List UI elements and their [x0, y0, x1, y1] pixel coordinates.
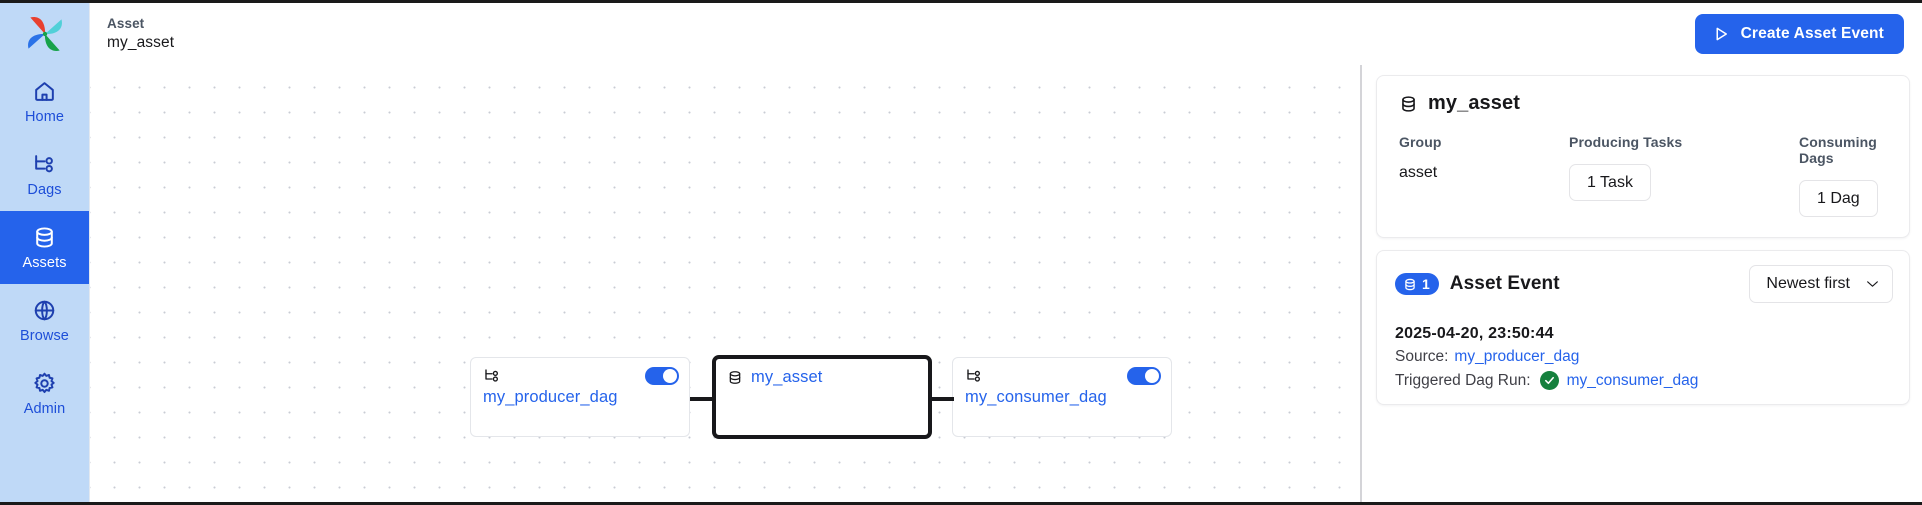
chevron-down-icon: [1867, 281, 1878, 287]
status-badge-success: [1539, 371, 1559, 390]
graph-edge-asset-consumer: [928, 397, 954, 401]
producing-tasks-pill[interactable]: 1 Task: [1569, 164, 1651, 201]
summary-col-group: Group asset: [1399, 134, 1569, 217]
dag-icon: [35, 154, 53, 173]
event-triggered-label: Triggered Dag Run:: [1395, 371, 1531, 389]
group-value: asset: [1399, 164, 1438, 181]
page-title: my_asset: [107, 34, 175, 51]
details-panel: my_asset Group asset Producing Tasks 1 T…: [1360, 65, 1922, 502]
create-asset-event-label: Create Asset Event: [1740, 25, 1884, 42]
group-label: Group: [1399, 134, 1442, 150]
asset-event-row: 2025-04-20, 23:50:44 Source: my_producer…: [1395, 325, 1893, 390]
sidebar-item-admin[interactable]: Admin: [0, 357, 89, 430]
app-logo[interactable]: [0, 3, 89, 65]
breadcrumb: Asset my_asset: [107, 16, 174, 52]
check-icon: [1544, 376, 1554, 385]
sidebar-item-label: Admin: [23, 400, 66, 417]
node-label[interactable]: my_consumer_dag: [965, 388, 1107, 406]
summary-col-consuming-dags: Consuming Dags 1 Dag: [1799, 134, 1887, 217]
dag-icon: [485, 369, 498, 382]
sidebar-item-label: Browse: [20, 327, 69, 344]
consuming-dags-label: Consuming Dags: [1799, 134, 1877, 166]
consuming-dags-pill[interactable]: 1 Dag: [1799, 180, 1878, 217]
event-triggered-link[interactable]: my_consumer_dag: [1566, 371, 1699, 389]
sort-order-value: Newest first: [1766, 275, 1850, 292]
asset-icon: [1402, 95, 1415, 112]
event-triggered-line: Triggered Dag Run: my_consumer_dag: [1395, 371, 1893, 390]
producing-tasks-label: Producing Tasks: [1569, 134, 1683, 150]
event-source-label: Source:: [1395, 348, 1449, 365]
page-header: Asset my_asset Create Asset Event: [90, 3, 1922, 65]
node-label[interactable]: my_producer_dag: [483, 388, 618, 406]
sidebar-item-assets[interactable]: Assets: [0, 211, 89, 284]
airflow-pinwheel-logo: [27, 17, 62, 51]
gear-icon: [34, 372, 55, 393]
sidebar-item-browse[interactable]: Browse: [0, 284, 89, 357]
graph-node-consumer-dag[interactable]: my_consumer_dag: [952, 357, 1172, 437]
dag-icon: [967, 369, 980, 382]
sidebar-item-dags[interactable]: Dags: [0, 138, 89, 211]
graph-node-producer-dag[interactable]: my_producer_dag: [470, 357, 690, 437]
asset-summary-card: my_asset Group asset Producing Tasks 1 T…: [1376, 75, 1910, 238]
asset-summary-grid: Group asset Producing Tasks 1 Task Consu…: [1399, 134, 1887, 217]
asset-event-count: 1: [1422, 276, 1430, 292]
graph-node-asset[interactable]: my_asset: [712, 355, 932, 439]
asset-events-card: 1 Asset Event Newest first 2025-04-2: [1376, 250, 1910, 405]
event-timestamp: 2025-04-20, 23:50:44: [1395, 325, 1554, 342]
event-source-line: Source: my_producer_dag: [1395, 348, 1893, 366]
play-triangle-icon: [1716, 27, 1727, 41]
asset-name: my_asset: [1428, 92, 1520, 114]
asset-icon: [1405, 278, 1415, 290]
home-icon: [35, 81, 54, 101]
main-area: Asset my_asset Create Asset Event: [90, 3, 1922, 502]
create-asset-event-button[interactable]: Create Asset Event: [1694, 14, 1904, 54]
graph-edge-producer-asset: [690, 397, 716, 401]
sidebar-item-label: Dags: [27, 181, 62, 198]
event-source-link[interactable]: my_producer_dag: [1454, 348, 1580, 365]
sort-order-select[interactable]: Newest first: [1749, 265, 1893, 303]
asset-graph-canvas[interactable]: my_producer_dag my_asset: [90, 65, 1360, 502]
asset-events-header: 1 Asset Event Newest first: [1395, 265, 1893, 303]
content-split: my_producer_dag my_asset: [90, 65, 1922, 502]
asset-event-count-badge: 1: [1395, 273, 1439, 295]
node-header: [471, 358, 689, 385]
node-label[interactable]: my_asset: [751, 368, 823, 386]
sidebar-item-label: Home: [24, 108, 65, 125]
sidebar: Home Dags Assets: [0, 3, 90, 502]
sidebar-item-label: Assets: [22, 254, 67, 271]
dag-pause-toggle[interactable]: [1127, 367, 1161, 385]
sidebar-item-home[interactable]: Home: [0, 65, 89, 138]
asset-icon: [36, 227, 53, 248]
asset-summary-title: my_asset: [1399, 92, 1887, 115]
summary-col-producing-tasks: Producing Tasks 1 Task: [1569, 134, 1799, 217]
globe-icon: [34, 300, 55, 320]
node-header: my_asset: [716, 359, 928, 387]
dag-pause-toggle[interactable]: [645, 367, 679, 385]
node-header: [953, 358, 1171, 385]
asset-events-title: Asset Event: [1449, 273, 1560, 294]
asset-icon: [729, 371, 741, 384]
breadcrumb-kind: Asset: [107, 16, 145, 31]
